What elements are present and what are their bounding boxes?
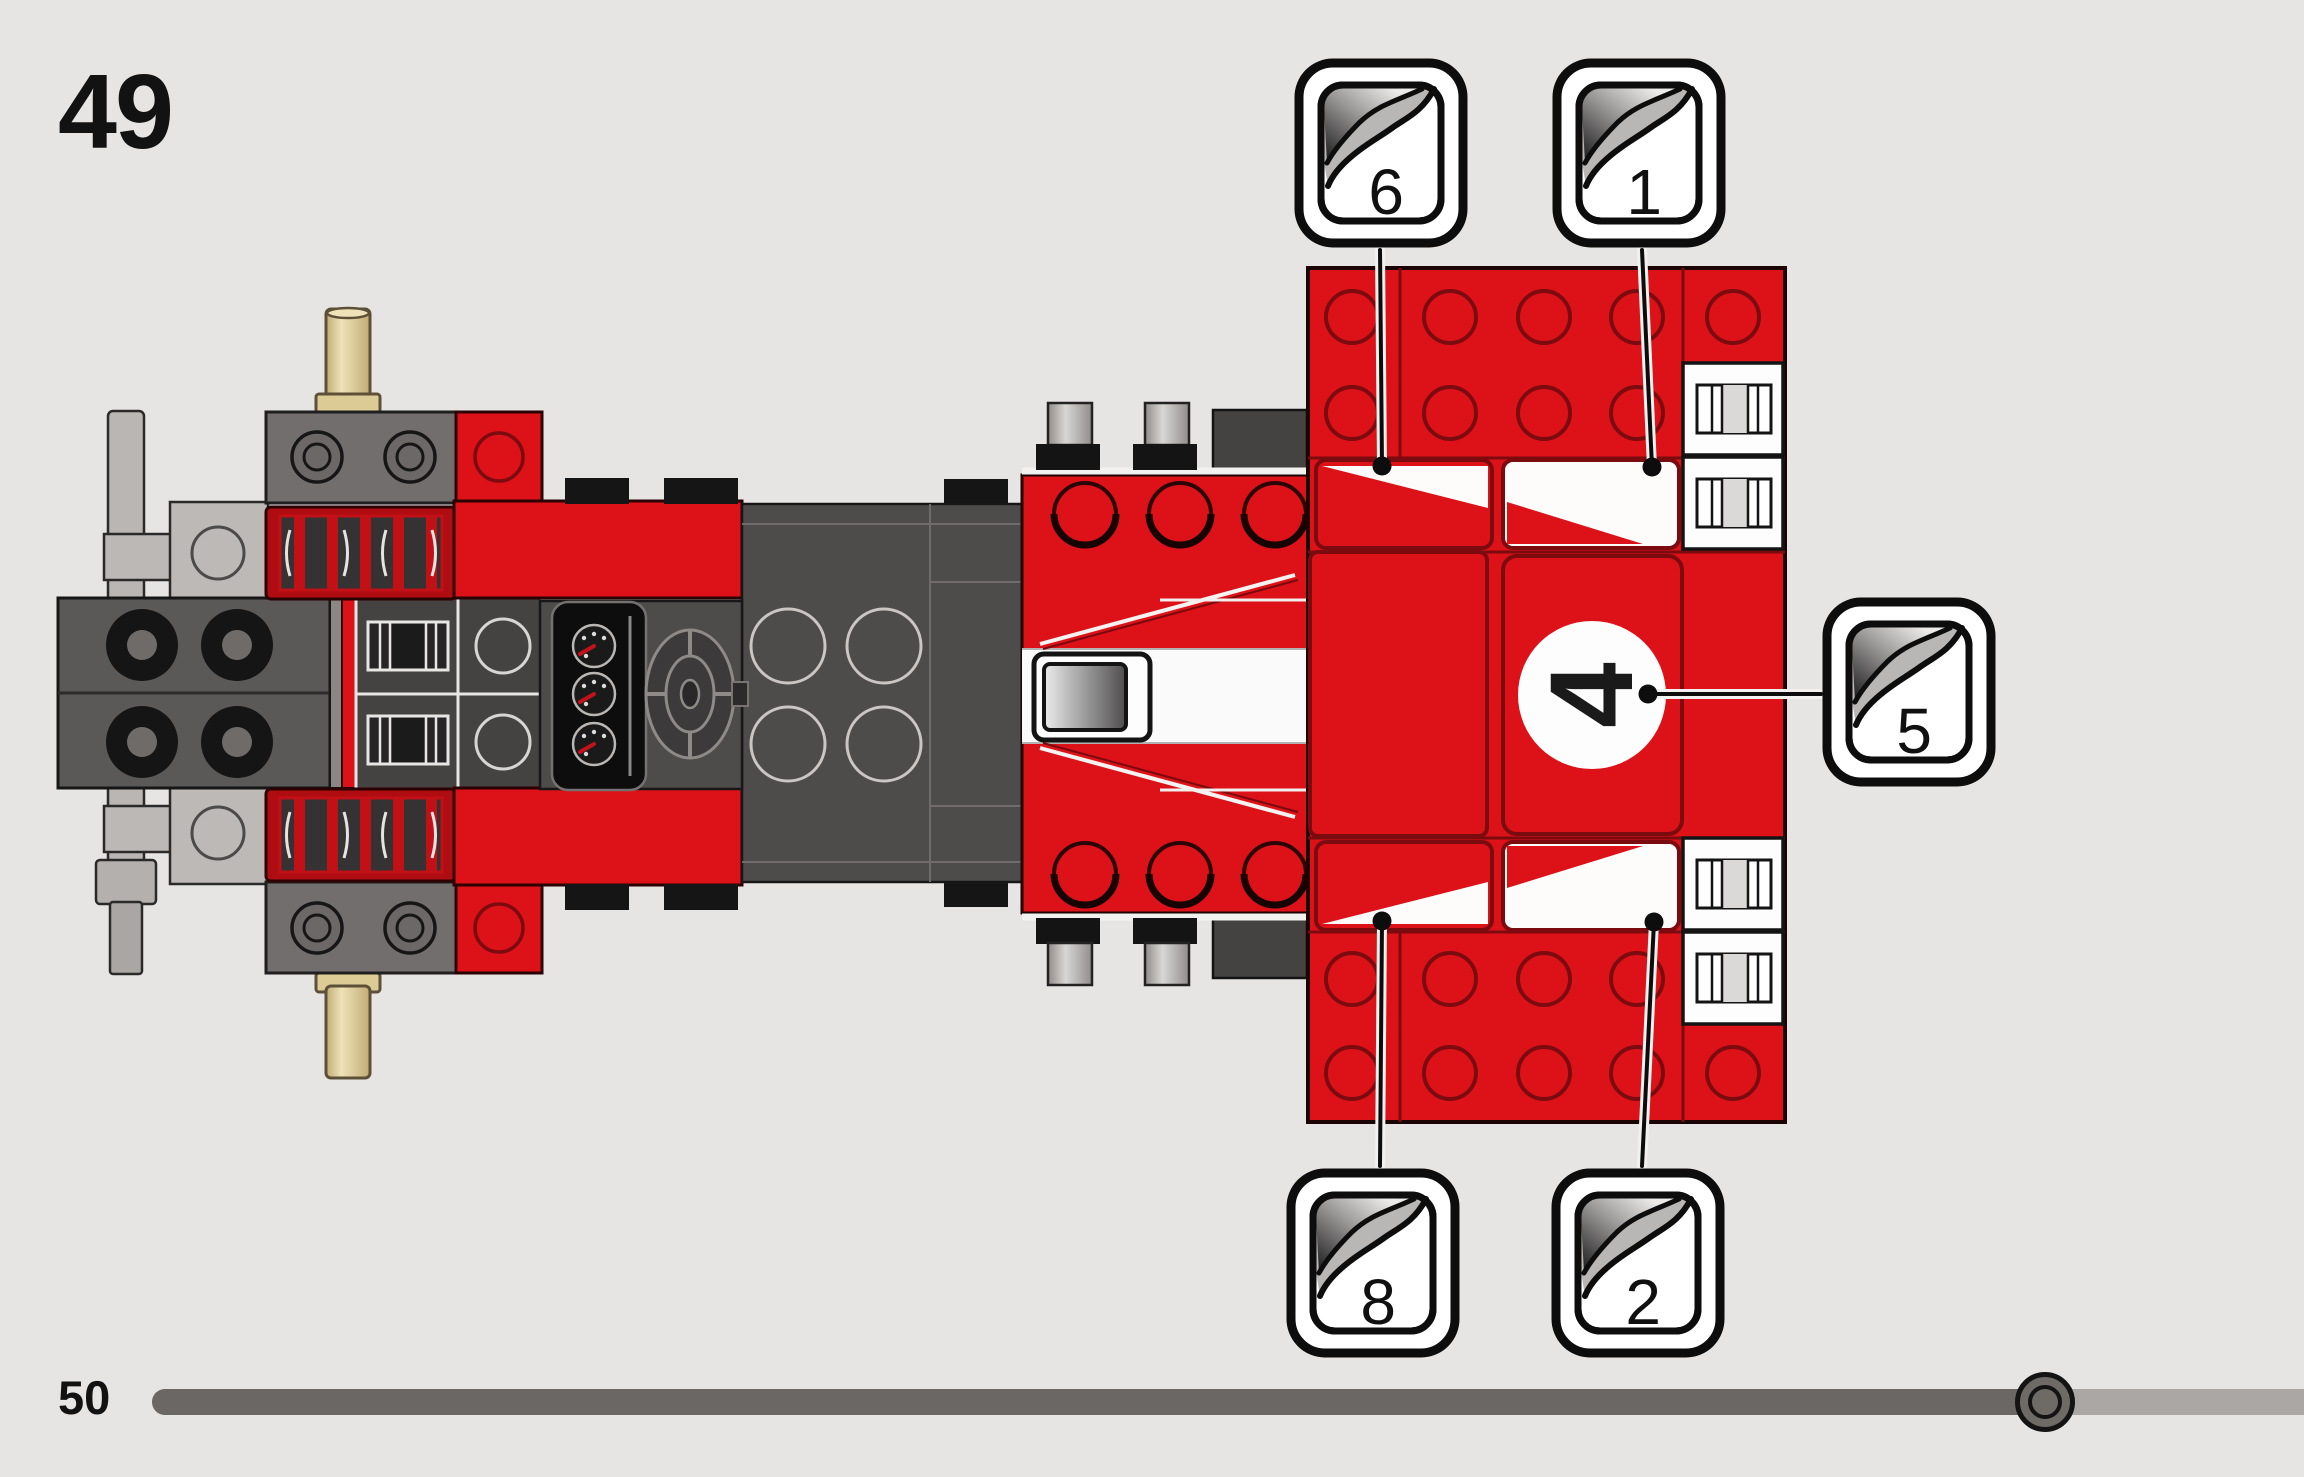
sticker-callout-1: 1 xyxy=(1552,58,1726,248)
front-plate-top xyxy=(168,500,270,602)
tan-pin-bottom xyxy=(314,971,382,1080)
roundel xyxy=(1518,621,1666,769)
step-number: 49 xyxy=(58,53,174,171)
white-grille-brick xyxy=(1681,836,1785,932)
red-side-bar-top xyxy=(452,499,744,600)
gauge-dial xyxy=(571,721,617,767)
black-tab xyxy=(565,884,629,910)
sticker-number: 8 xyxy=(1360,1265,1397,1338)
sticker-number: 6 xyxy=(1368,155,1405,228)
callout-leader-lines xyxy=(1372,245,1826,1171)
leader-line-5 xyxy=(1638,684,1826,704)
gray-brick-top xyxy=(264,410,460,505)
black-stud xyxy=(106,609,273,778)
gray-pin xyxy=(1133,401,1197,470)
steering-wheel xyxy=(644,628,749,760)
front-block xyxy=(56,306,544,1080)
gauge-dial xyxy=(571,671,617,717)
front-plate-bottom xyxy=(168,784,270,886)
black-tab xyxy=(944,881,1008,907)
sticker-callout-6: 6 xyxy=(1294,58,1468,248)
dark-corner-block xyxy=(1211,911,1309,980)
black-tab xyxy=(664,884,738,910)
slope-seam xyxy=(1039,746,1296,819)
gray-pin xyxy=(1036,401,1100,470)
black-tab xyxy=(664,478,738,504)
next-page-number: 50 xyxy=(58,1371,111,1424)
black-tab xyxy=(944,479,1008,506)
red-stud-row xyxy=(1050,841,1310,909)
red-grille-bottom xyxy=(264,787,458,883)
tan-pin-top xyxy=(314,306,382,415)
number-roundel-panel: 4 xyxy=(1501,554,1684,836)
gray-brick-bottom xyxy=(264,880,460,975)
red-corner-brick-bottom xyxy=(454,880,544,975)
wing-studs xyxy=(1324,289,1761,1101)
sticker-callout-8: 8 xyxy=(1286,1168,1460,1358)
progress-fill xyxy=(152,1389,2045,1415)
mid-section xyxy=(452,478,1024,910)
white-grille-brick xyxy=(1681,930,1785,1026)
sticker-number: 2 xyxy=(1625,1265,1662,1338)
cockpit-section xyxy=(1020,401,1310,987)
dark-corner-block xyxy=(1211,408,1309,477)
sticker-number: 5 xyxy=(1896,694,1933,767)
gauge-dial xyxy=(571,623,617,669)
sticker-number: 1 xyxy=(1626,155,1663,228)
leader-line-1 xyxy=(1637,245,1662,477)
sticker-tile-6 xyxy=(1314,458,1494,550)
ladder-detail xyxy=(366,714,450,766)
red-corner-brick-top xyxy=(454,410,544,505)
sticker-tile-1 xyxy=(1501,458,1681,550)
driver-seat xyxy=(1031,651,1153,743)
ladder-detail xyxy=(366,620,450,672)
chassis-block xyxy=(56,596,345,790)
leader-line-6 xyxy=(1372,245,1392,476)
red-grille-top xyxy=(264,505,458,601)
black-tab xyxy=(565,478,629,504)
slope-seam xyxy=(1039,573,1296,646)
front-technic-panel xyxy=(354,595,544,791)
scrubber-inner-ring xyxy=(2028,1385,2062,1419)
leader-line-8 xyxy=(1372,911,1392,1171)
red-side-bar-bottom xyxy=(452,786,744,887)
white-grille-brick xyxy=(1681,361,1785,457)
white-grille-brick xyxy=(1681,455,1785,551)
sticker-callout-2: 2 xyxy=(1551,1168,1725,1358)
rear-wing: 4 xyxy=(1306,266,1787,1124)
red-tile xyxy=(1308,550,1489,838)
gray-pin xyxy=(1133,918,1197,987)
sticker-tile-8 xyxy=(1314,840,1494,932)
gray-pin xyxy=(1036,918,1100,987)
leader-line-2 xyxy=(1637,912,1664,1171)
car-number: 4 xyxy=(1526,662,1658,728)
sticker-callout-5: 5 xyxy=(1822,597,1996,787)
progress-scrubber[interactable] xyxy=(2015,1372,2075,1432)
gauge-cluster xyxy=(550,600,648,792)
sticker-tile-2 xyxy=(1501,840,1681,932)
